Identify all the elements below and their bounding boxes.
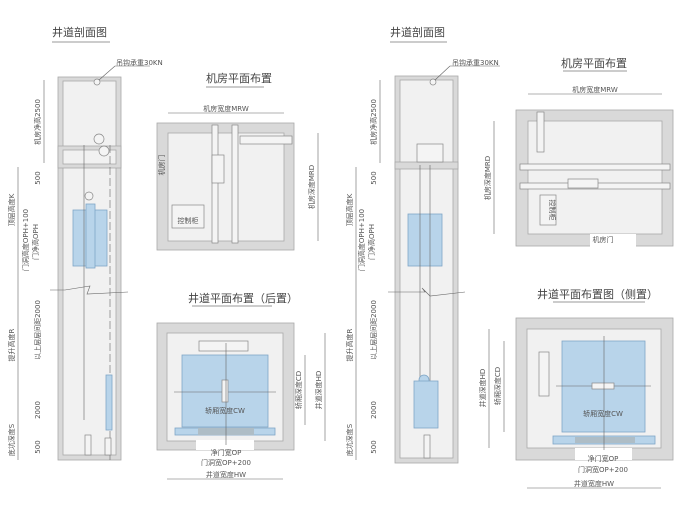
beam bbox=[211, 124, 219, 244]
hook-icon bbox=[429, 78, 437, 86]
machine-room-slab bbox=[394, 161, 459, 170]
hd-label: 井道深度HD bbox=[478, 369, 487, 408]
counterweight bbox=[413, 380, 439, 429]
cw-label: 轿厢宽度CW bbox=[583, 409, 623, 418]
mrw-label: 机房宽度MRW bbox=[572, 85, 618, 94]
cw-label: 轿厢宽度CW bbox=[205, 406, 245, 415]
control-cabinet bbox=[539, 194, 557, 226]
hook-label: 吊钩承重30KN bbox=[452, 58, 499, 67]
travel-label: 提升高度R bbox=[345, 328, 354, 361]
op200-label: 门洞宽OP+200 bbox=[201, 458, 251, 467]
mrd-label: 机房深度MRD bbox=[483, 156, 492, 200]
beam bbox=[536, 111, 545, 153]
travel-label: 提升高度R bbox=[7, 328, 16, 361]
hw-label: 井道宽度HW bbox=[574, 479, 614, 488]
left-hoistway-plan: 井道平面布置（后置） 轿厢宽度CW 轿厢深度CD 井道深度HD 净门宽OP 门洞… bbox=[156, 291, 326, 480]
left-section-title: 井道剖面图 bbox=[52, 25, 107, 39]
right-shaft-section: 井道剖面图 吊钩承重30KN 机房净高2500 500 顶层高度K 门洞高度OP… bbox=[345, 25, 500, 464]
pit-depth-label: 底坑深度S bbox=[345, 423, 354, 456]
floor-spacing-label: 以上层层间距2000 bbox=[33, 300, 42, 360]
hd-label: 井道深度HD bbox=[314, 371, 323, 410]
plan-title: 井道平面布置图（侧置） bbox=[537, 287, 658, 301]
dim-2000: 2000 bbox=[370, 401, 378, 419]
top-height-label: 顶层高度K bbox=[345, 193, 354, 226]
rail bbox=[221, 379, 229, 403]
dim-500-bottom: 500 bbox=[34, 440, 42, 453]
op-label: 净门宽OP bbox=[588, 454, 619, 463]
dim-500-top: 500 bbox=[370, 171, 378, 184]
leader-line bbox=[434, 65, 451, 81]
door-opening bbox=[196, 440, 254, 450]
mrw-label: 机房宽度MRW bbox=[203, 104, 249, 113]
dim-500-bottom: 500 bbox=[370, 440, 378, 453]
counterweight bbox=[198, 340, 249, 352]
beam bbox=[519, 163, 671, 171]
pulley-icon bbox=[98, 145, 110, 157]
mr-title: 机房平面布置 bbox=[561, 56, 627, 70]
cw-buffer bbox=[104, 437, 112, 456]
door-opening bbox=[590, 234, 636, 248]
dim-2000: 2000 bbox=[34, 401, 42, 419]
buffer bbox=[423, 434, 431, 459]
hook-icon bbox=[93, 78, 101, 86]
break-line bbox=[388, 287, 466, 297]
op200-label: 门洞宽OP+200 bbox=[578, 465, 628, 474]
cabinet-label: 控制柜 bbox=[178, 216, 199, 225]
car-pulley-icon bbox=[84, 191, 94, 201]
door-opening bbox=[575, 448, 632, 460]
control-cabinet bbox=[171, 204, 205, 229]
pit-depth-label: 底坑深度S bbox=[7, 423, 16, 456]
dim-500-top: 500 bbox=[34, 171, 42, 184]
counterweight bbox=[105, 374, 113, 431]
mr-door-label: 机房门 bbox=[157, 155, 166, 176]
cd-label: 轿厢深度CD bbox=[493, 367, 502, 405]
beam bbox=[231, 124, 239, 244]
hw-label: 井道宽度HW bbox=[206, 470, 246, 479]
left-machine-room-plan: 机房平面布置 机房宽度MRW 控制柜 机房门 机房深度MRD bbox=[156, 71, 319, 251]
door-panel bbox=[575, 437, 635, 443]
op-label: 净门宽OP bbox=[211, 448, 242, 457]
traction-machine bbox=[416, 143, 444, 163]
right-machine-room-plan: 机房平面布置 机房宽度MRW 控制柜 机房门 机房深度MRD bbox=[483, 56, 674, 248]
beam bbox=[239, 135, 293, 145]
door-clear-height-label: 门净高OPH bbox=[31, 224, 40, 260]
mr-title: 机房平面布置 bbox=[206, 71, 272, 85]
right-hoistway-plan: 井道平面布置图（侧置） 轿厢宽度CW 井道深度HD 轿厢深度CD 净门宽OP 门… bbox=[478, 287, 674, 489]
leader-line bbox=[98, 65, 116, 81]
mr-height-label: 机房净高2500 bbox=[369, 99, 378, 145]
car-frame bbox=[85, 203, 96, 269]
rail bbox=[591, 382, 615, 390]
elevator-car bbox=[407, 213, 443, 267]
door-opening-height-label: 门洞高度OPH+100 bbox=[21, 209, 30, 271]
traction-sheave-icon bbox=[93, 133, 105, 145]
traction-machine bbox=[567, 178, 599, 189]
traction-machine bbox=[211, 154, 225, 184]
mr-door-label: 机房门 bbox=[593, 235, 614, 244]
mrd-label: 机房深度MRD bbox=[307, 165, 316, 209]
cabinet-label: 控制柜 bbox=[548, 200, 557, 221]
counterweight bbox=[538, 351, 550, 397]
cd-label: 轿厢深度CD bbox=[294, 371, 303, 409]
mr-height-label: 机房净高2500 bbox=[33, 99, 42, 145]
hook-label: 吊钩承重30KN bbox=[116, 58, 163, 67]
plan-title: 井道平面布置（后置） bbox=[188, 291, 298, 305]
door-opening-height-label: 门洞高度OPH+100 bbox=[357, 209, 366, 271]
door-clear-height-label: 门净高OPH bbox=[367, 224, 376, 260]
right-section-title: 井道剖面图 bbox=[390, 25, 445, 39]
break-line bbox=[50, 285, 129, 295]
floor-spacing-label: 以上层层间距2000 bbox=[369, 300, 378, 360]
top-height-label: 顶层高度K bbox=[7, 193, 16, 226]
car-buffer bbox=[84, 434, 92, 456]
left-shaft-section: 井道剖面图 吊钩承重30KN 机房净高2500 500 顶层高度K 门洞高度OP… bbox=[7, 25, 163, 461]
